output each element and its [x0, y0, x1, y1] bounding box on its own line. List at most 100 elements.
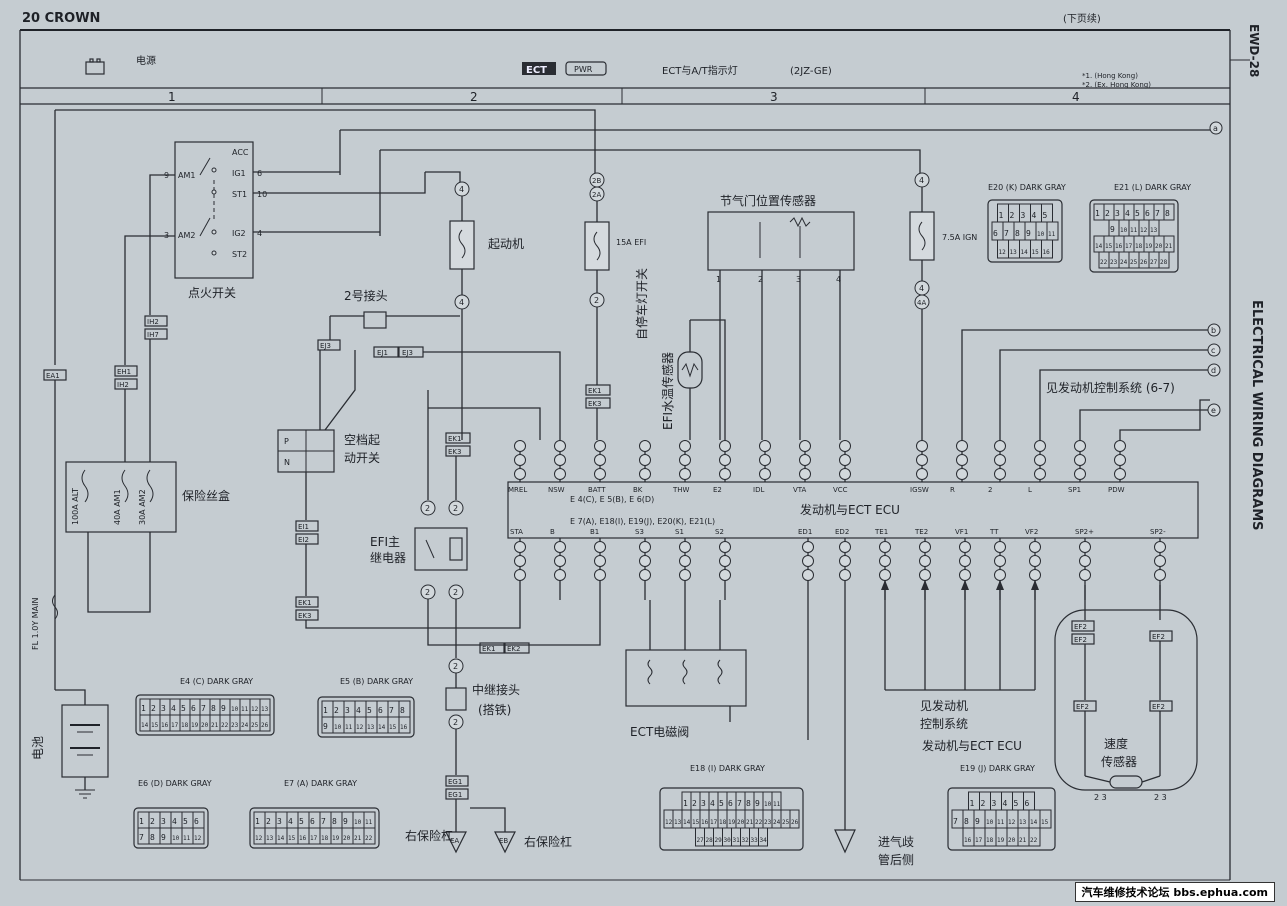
svg-text:7: 7: [201, 704, 206, 713]
svg-text:20: 20: [1155, 243, 1163, 250]
svg-text:7: 7: [1004, 229, 1009, 238]
svg-text:8: 8: [400, 706, 405, 715]
svg-text:EI2: EI2: [298, 536, 309, 544]
svg-text:EK1: EK1: [448, 435, 461, 443]
svg-text:2: 2: [425, 504, 430, 513]
svg-text:16: 16: [964, 837, 972, 844]
svg-text:EA1: EA1: [46, 372, 60, 380]
svg-text:23: 23: [764, 819, 772, 826]
svg-text:31: 31: [733, 837, 741, 844]
ecu-pin-vta: VTA: [793, 486, 807, 494]
svg-text:7: 7: [139, 833, 144, 842]
ecu-pin-sp2-minusplus: SP2+: [1075, 528, 1094, 536]
svg-text:IH7: IH7: [147, 331, 159, 339]
battery: [55, 689, 109, 799]
svg-text:6: 6: [310, 817, 315, 826]
svg-text:15: 15: [151, 722, 159, 729]
svg-text:2: 2: [1010, 211, 1015, 220]
efi-relay-label-2: 继电器: [370, 551, 406, 565]
svg-text:N: N: [284, 458, 290, 467]
svg-text:1: 1: [999, 211, 1004, 220]
svg-text:16: 16: [1043, 249, 1051, 256]
svg-text:15: 15: [692, 819, 700, 826]
page-code: EWD-28: [1247, 24, 1261, 77]
svg-text:c: c: [1211, 346, 1215, 355]
svg-text:EK1: EK1: [482, 645, 495, 653]
svg-text:6: 6: [728, 799, 733, 808]
ecu-pin-s3: S3: [635, 528, 644, 536]
speed-sensor-frame: [1054, 609, 1198, 791]
svg-text:11: 11: [183, 835, 191, 842]
svg-text:4: 4: [459, 185, 464, 194]
svg-text:30A AM2: 30A AM2: [138, 489, 147, 525]
svg-text:14: 14: [1030, 819, 1038, 826]
svg-text:5: 5: [183, 817, 188, 826]
svg-text:EJ3: EJ3: [402, 349, 413, 357]
svg-text:14: 14: [1095, 243, 1103, 250]
fl-main-label: FL 1.0Y MAIN: [31, 598, 40, 650]
ecu-pin-sp2-minus: SP2-: [1150, 528, 1166, 536]
note-2: *2. (Ex. Hong Kong): [1082, 81, 1151, 89]
svg-text:2A: 2A: [592, 191, 601, 199]
speed-sensor-label-1: 速度: [1104, 736, 1128, 751]
svg-text:12: 12: [1008, 819, 1016, 826]
svg-text:2: 2: [266, 817, 271, 826]
svg-text:ACC: ACC: [232, 148, 249, 157]
svg-text:18: 18: [986, 837, 994, 844]
svg-text:EH1: EH1: [117, 368, 131, 376]
svg-text:12: 12: [194, 835, 202, 842]
svg-text:22: 22: [1100, 259, 1108, 266]
svg-text:5: 5: [299, 817, 304, 826]
svg-text:19: 19: [997, 837, 1005, 844]
svg-text:16: 16: [701, 819, 709, 826]
svg-text:7: 7: [389, 706, 394, 715]
fuse-box-label: 保险丝盒: [182, 488, 230, 503]
svg-text:1: 1: [683, 799, 688, 808]
svg-text:EK2: EK2: [507, 645, 520, 653]
svg-text:3: 3: [1115, 209, 1120, 218]
svg-text:6: 6: [257, 169, 262, 178]
svg-text:7: 7: [737, 799, 742, 808]
svg-text:EK1: EK1: [588, 387, 601, 395]
ecu-pin-s2: S2: [715, 528, 724, 536]
svg-text:7: 7: [1155, 209, 1160, 218]
ecu-label: 发动机与ECT ECU: [800, 502, 900, 517]
svg-text:5: 5: [1135, 209, 1140, 218]
svg-text:9: 9: [1026, 229, 1031, 238]
svg-text:34: 34: [760, 837, 768, 844]
ecu-connectors-1: E 4(C), E 5(B), E 6(D): [570, 495, 654, 504]
svg-text:18: 18: [1135, 243, 1143, 250]
tag-a: a: [1213, 124, 1218, 133]
svg-text:4: 4: [836, 275, 841, 284]
svg-text:21: 21: [1165, 243, 1173, 250]
connector-e5-label: E5 (B) DARK GRAY: [340, 677, 413, 686]
ect-badge: ECT: [522, 62, 556, 76]
right-bumper-1: 右保险杠: [405, 828, 453, 843]
ecu-pin-bk: BK: [633, 486, 643, 494]
starter: [449, 220, 475, 270]
svg-text:9: 9: [343, 817, 348, 826]
svg-text:13: 13: [674, 819, 682, 826]
svg-text:10: 10: [1037, 231, 1045, 238]
svg-text:8: 8: [964, 817, 969, 826]
circuit-title: ECT与A/T指示灯: [662, 64, 738, 77]
svg-text:2 3: 2 3: [1154, 793, 1167, 802]
ecu-pin-igsw: IGSW: [910, 486, 929, 494]
column-1: 1: [168, 90, 176, 104]
connector-e6-label: E6 (D) DARK GRAY: [138, 779, 212, 788]
svg-text:24: 24: [1120, 259, 1128, 266]
svg-text:EI1: EI1: [298, 523, 309, 531]
efi-relay-label-1: EFI主: [370, 535, 400, 549]
battery-label: 电池: [31, 736, 45, 760]
svg-text:2: 2: [692, 799, 697, 808]
svg-text:8: 8: [1015, 229, 1020, 238]
ecu-connectors-2: E 7(A), E18(I), E19(J), E20(K), E21(L): [570, 517, 715, 526]
ignition-switch: ACC IG1 ST1 IG2 ST2 AM1 AM2 9 3 6 10 4: [164, 141, 267, 279]
svg-text:28: 28: [1160, 259, 1168, 266]
svg-text:14: 14: [683, 819, 691, 826]
svg-text:IG1: IG1: [232, 169, 246, 178]
svg-text:ST2: ST2: [232, 250, 247, 259]
svg-text:5: 5: [181, 704, 186, 713]
